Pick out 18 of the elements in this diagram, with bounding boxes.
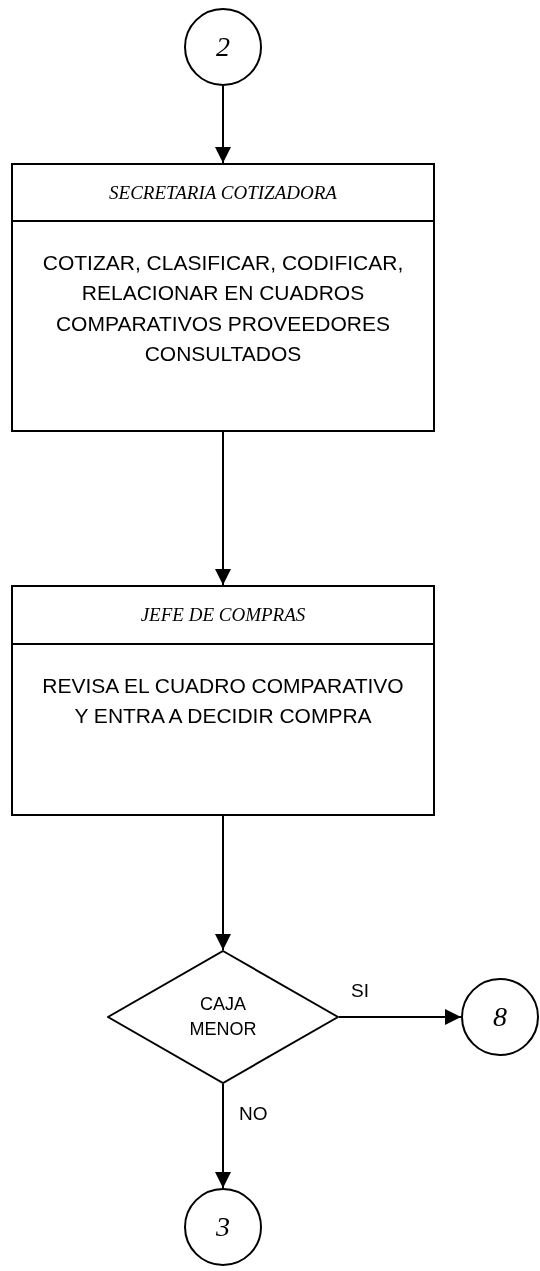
process-box: [11, 585, 435, 816]
arrow: [215, 85, 231, 164]
process-text: COTIZAR, CLASIFICAR, CODIFICAR, RELACIONAR EN CUADROS COMPARATIVOS PROVEEDORES CONSULTADOS: [41, 250, 405, 368]
decision-text: CAJA MENOR: [188, 992, 258, 1041]
arrow: [215, 1083, 231, 1189]
connector-number: 3: [216, 1213, 230, 1241]
arrow: [215, 431, 231, 586]
arrow: [338, 1009, 462, 1025]
role-heading: JEFE DE COMPRAS: [140, 603, 306, 627]
process-text: REVISA EL CUADRO COMPARATIVO Y ENTRA A DECIDIR COMPRA: [41, 673, 405, 730]
edge-label: SI: [351, 981, 369, 1000]
arrow: [215, 815, 231, 951]
connector-number: 2: [216, 33, 230, 61]
decision-diamond: [107, 950, 339, 1084]
role-heading: SECRETARIA COTIZADORA: [109, 180, 337, 205]
connector-number: 8: [493, 1003, 507, 1031]
process-box: [11, 163, 435, 432]
edge-label: NO: [239, 1104, 268, 1123]
